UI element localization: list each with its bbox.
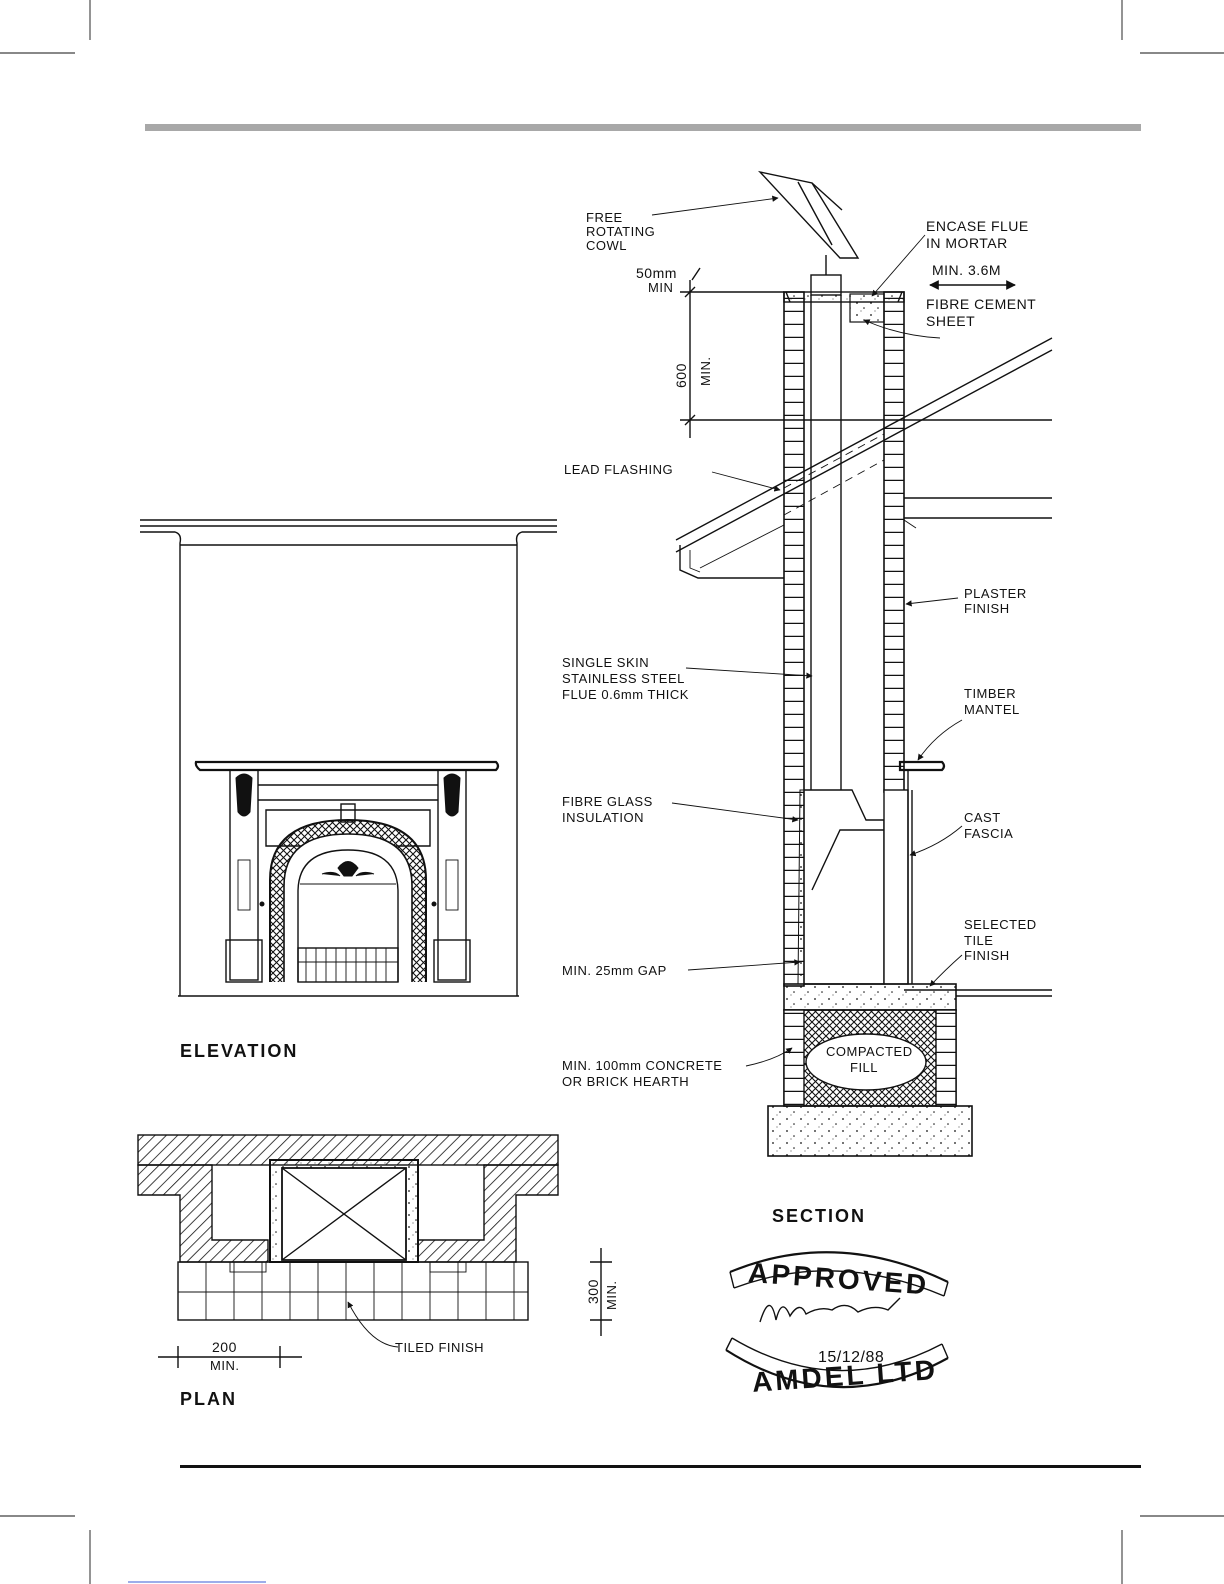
label-gap: MIN. 25mm GAP xyxy=(562,963,667,978)
label-flue-3: FLUE 0.6mm THICK xyxy=(562,687,689,702)
footer-rule xyxy=(180,1465,1141,1468)
section-labels: FREE ROTATING COWL ENCASE FLUE IN MORTAR… xyxy=(562,210,1037,1089)
section-drawing xyxy=(651,170,1053,1157)
dim-300-min: MIN. xyxy=(604,1281,619,1310)
label-min-height: MIN. 3.6M xyxy=(932,262,1001,278)
dim-200-min: MIN. xyxy=(210,1358,239,1373)
label-plaster-1: PLASTER xyxy=(964,586,1027,601)
header-rule xyxy=(145,124,1141,131)
label-timber-1: TIMBER xyxy=(964,686,1016,701)
dim-200-value: 200 xyxy=(212,1339,237,1355)
label-flue-1: SINGLE SKIN xyxy=(562,655,649,670)
label-tile-finish-1: SELECTED xyxy=(964,917,1037,932)
label-dim-600-1: 600 xyxy=(673,363,689,388)
label-plaster-2: FINISH xyxy=(964,601,1010,616)
section-title: SECTION xyxy=(772,1206,866,1226)
label-cowl-2: ROTATING xyxy=(586,224,655,239)
label-timber-2: MANTEL xyxy=(964,702,1020,717)
label-cowl-3: COWL xyxy=(586,238,627,253)
label-compacted-2: FILL xyxy=(850,1060,878,1075)
label-fibre-cement-1: FIBRE CEMENT xyxy=(926,296,1036,312)
label-flue-2: STAINLESS STEEL xyxy=(562,671,685,686)
label-hearth-2: OR BRICK HEARTH xyxy=(562,1074,689,1089)
signature-mark xyxy=(759,1297,901,1323)
label-encase-1: ENCASE FLUE xyxy=(926,218,1029,234)
label-fibre-glass-2: INSULATION xyxy=(562,810,644,825)
label-fibre-glass-1: FIBRE GLASS xyxy=(562,794,653,809)
label-compacted-1: COMPACTED xyxy=(826,1044,913,1059)
label-dim-50-1: 50mm xyxy=(636,265,677,281)
plan-title: PLAN xyxy=(180,1389,237,1409)
stamp-date: 15/12/88 xyxy=(818,1349,884,1366)
elevation-title: ELEVATION xyxy=(180,1041,298,1061)
approval-stamp: APPROVED AMDEL LTD 15/12/88 xyxy=(725,1251,949,1398)
label-dim-50-2: MIN xyxy=(648,280,673,295)
label-dim-600-2: MIN. xyxy=(698,357,713,386)
label-lead-flashing: LEAD FLASHING xyxy=(564,462,673,477)
dim-300-value: 300 xyxy=(585,1279,601,1304)
label-tile-finish-2: TILE xyxy=(964,933,993,948)
label-hearth-1: MIN. 100mm CONCRETE xyxy=(562,1058,722,1073)
label-cast-fascia-2: FASCIA xyxy=(964,826,1013,841)
label-tiled-finish: TILED FINISH xyxy=(395,1340,484,1355)
label-tile-finish-3: FINISH xyxy=(964,948,1010,963)
label-cowl-1: FREE xyxy=(586,210,623,225)
label-encase-2: IN MORTAR xyxy=(926,235,1008,251)
plan-drawing xyxy=(137,1134,612,1368)
elevation-drawing xyxy=(140,519,557,997)
label-fibre-cement-2: SHEET xyxy=(926,313,975,329)
label-cast-fascia-1: CAST xyxy=(964,810,1001,825)
